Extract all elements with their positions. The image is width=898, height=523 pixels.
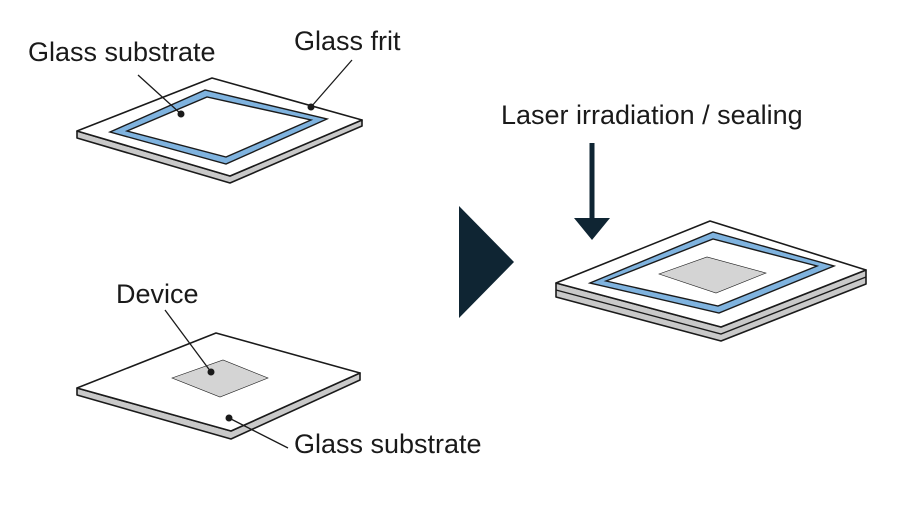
frit-substrate-assembly — [76, 77, 363, 184]
label-device: Device — [116, 279, 199, 309]
label-glass-substrate-top: Glass substrate — [28, 37, 216, 67]
callout-glass-frit — [307, 59, 353, 111]
sealed-device-area — [658, 256, 767, 294]
process-arrow-icon — [459, 206, 514, 318]
sealed-assembly — [555, 220, 867, 342]
callout-glass-substrate-bottom — [225, 414, 289, 449]
label-glass-frit: Glass frit — [294, 26, 401, 56]
laser-arrow-icon — [574, 143, 610, 240]
label-laser-irradiation: Laser irradiation / sealing — [501, 100, 803, 130]
sealed-substrate-seam — [555, 276, 867, 335]
callout-device — [164, 309, 215, 376]
glass-frit-inner — [124, 96, 314, 158]
device-substrate-assembly — [76, 332, 361, 440]
callout-glass-substrate-top — [137, 74, 185, 118]
label-glass-substrate-bottom: Glass substrate — [294, 429, 482, 459]
